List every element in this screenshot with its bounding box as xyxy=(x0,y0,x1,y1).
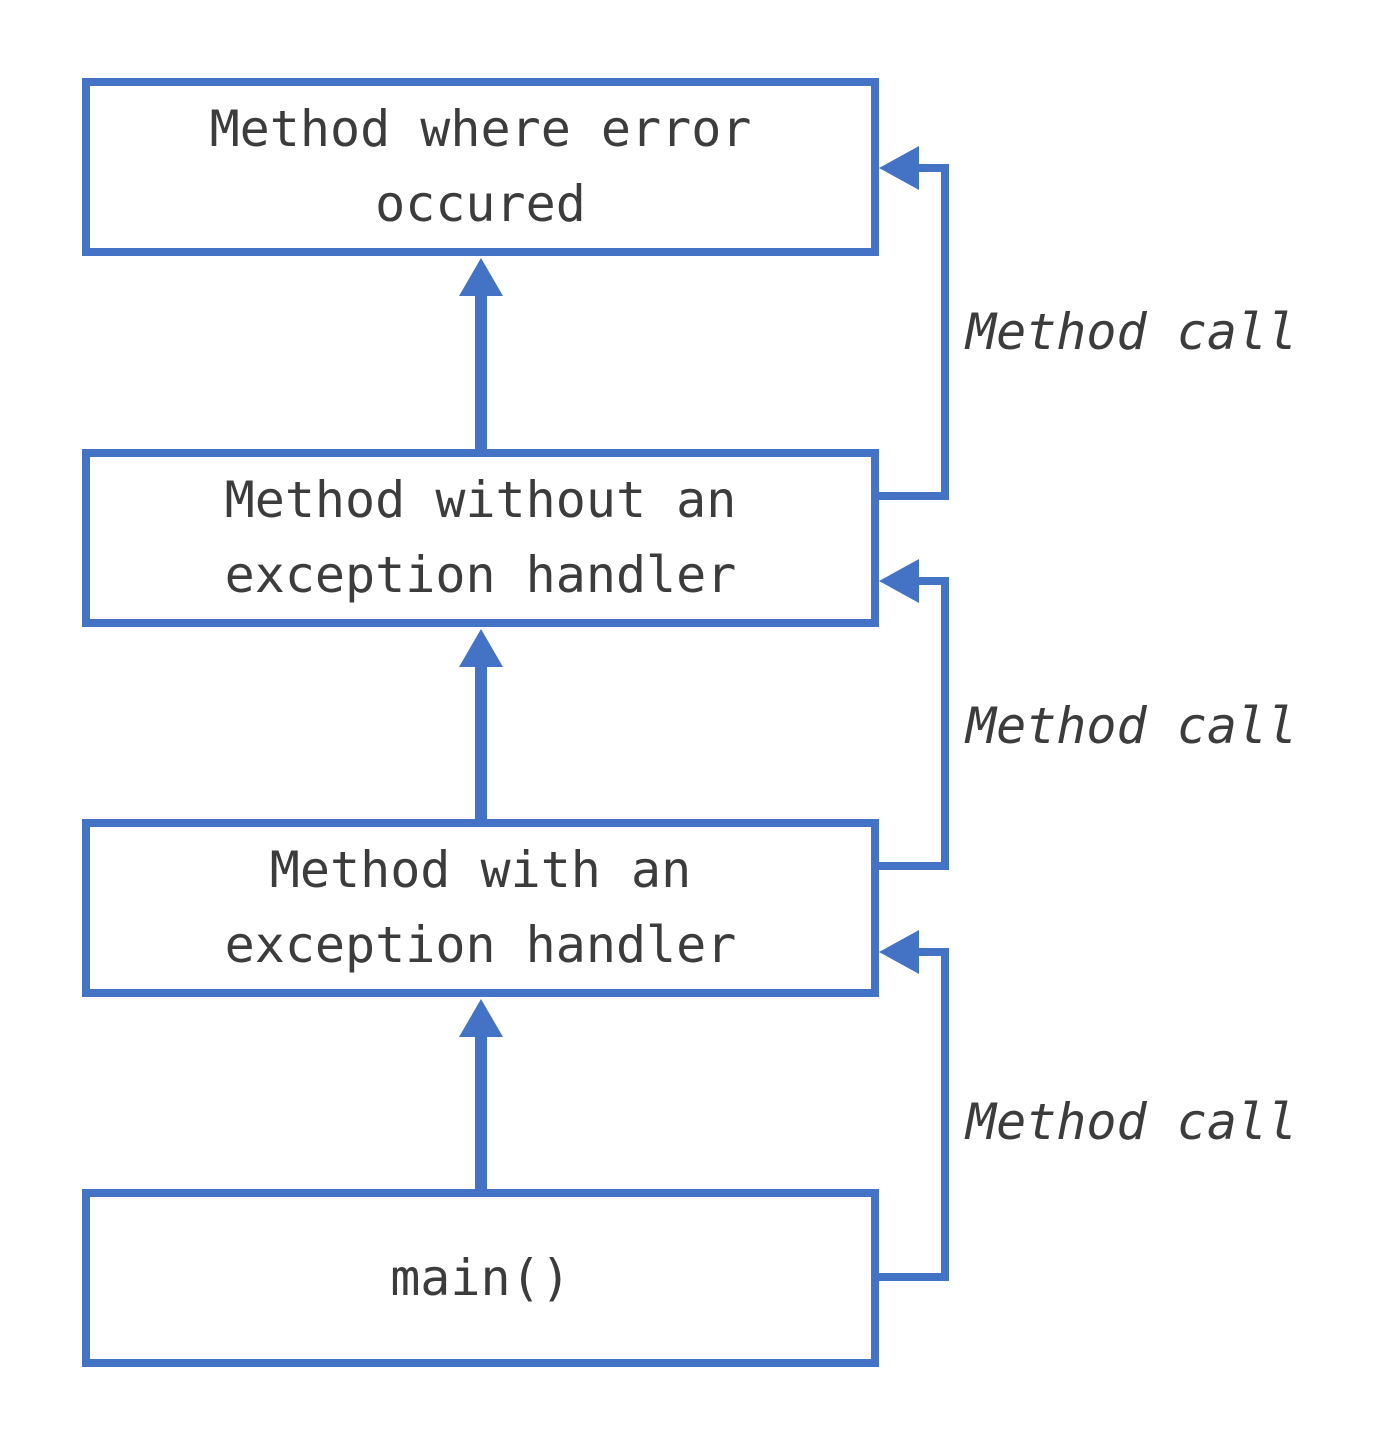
node-method-without-exception-handler: Method without an exception handler xyxy=(82,449,879,627)
node-main: main() xyxy=(82,1189,879,1367)
method-call-label-1: Method call xyxy=(966,303,1298,361)
up-arrow-shaft-2 xyxy=(475,663,487,819)
left-arrowhead-icon-2 xyxy=(879,559,919,603)
node-method-where-error-occured: Method where error occured xyxy=(82,78,879,256)
up-arrowhead-icon-1 xyxy=(459,258,503,296)
call-connector-3-riser xyxy=(941,948,949,1281)
call-connector-3-outgoing-segment xyxy=(879,1273,949,1281)
up-arrowhead-icon-3 xyxy=(459,999,503,1037)
left-arrowhead-icon-3 xyxy=(879,930,919,974)
up-arrow-shaft-3 xyxy=(475,1033,487,1189)
call-connector-1-riser xyxy=(941,164,949,500)
call-connector-2-incoming-segment xyxy=(919,577,941,585)
call-connector-2-outgoing-segment xyxy=(879,862,949,870)
node-method-with-exception-handler: Method with an exception handler xyxy=(82,819,879,997)
call-connector-2-riser xyxy=(941,577,949,870)
method-call-label-3: Method call xyxy=(966,1093,1298,1151)
call-connector-1-outgoing-segment xyxy=(879,492,949,500)
call-connector-3-incoming-segment xyxy=(919,948,941,956)
left-arrowhead-icon-1 xyxy=(879,146,919,190)
call-connector-1-incoming-segment xyxy=(919,164,941,172)
up-arrow-shaft-1 xyxy=(475,292,487,449)
method-call-label-2: Method call xyxy=(966,697,1298,755)
up-arrowhead-icon-2 xyxy=(459,629,503,667)
